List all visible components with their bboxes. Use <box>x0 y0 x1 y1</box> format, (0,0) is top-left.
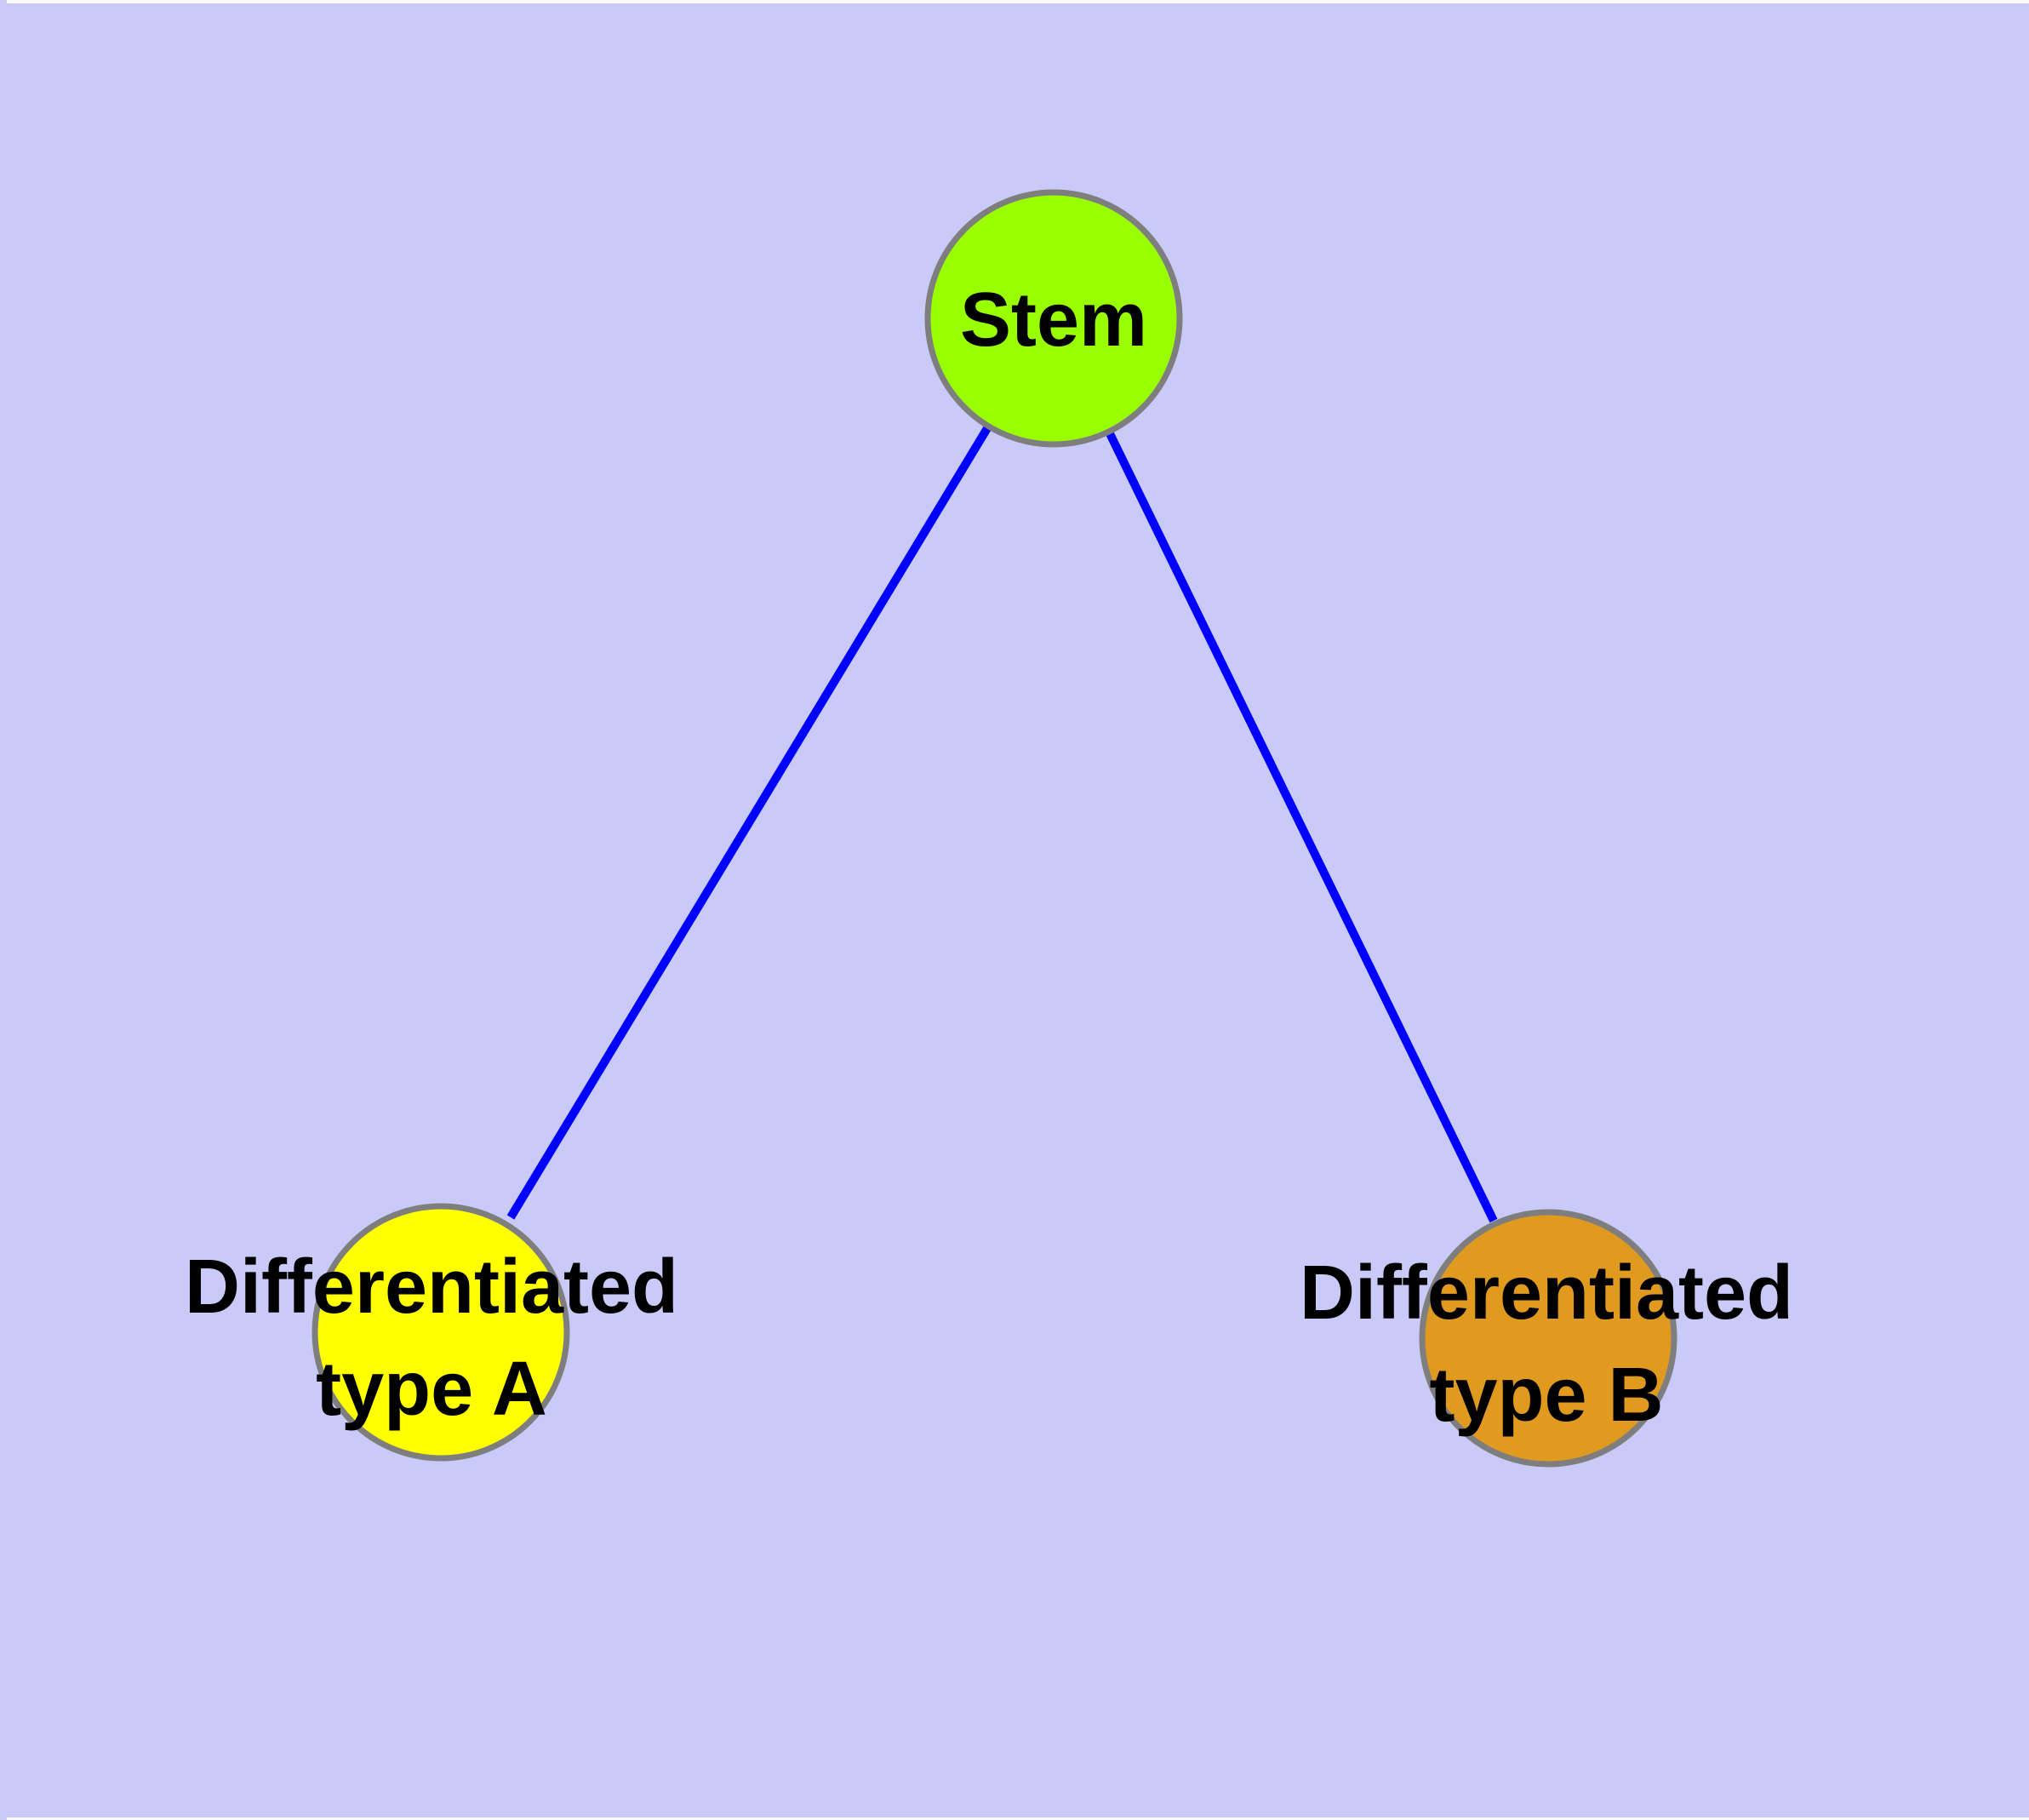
node-differentiated-type-b-circle <box>1419 1209 1677 1468</box>
node-differentiated-type-b-label-line-2: type B <box>1429 1353 1663 1438</box>
edge-stem-to-differentiated-type-a <box>506 316 1058 1220</box>
node-differentiated-type-a-label-line-2: type A <box>316 1347 547 1432</box>
node-differentiated-type-a-circle <box>311 1203 570 1462</box>
node-differentiated-type-a-label-line-1: Differentiated <box>185 1245 678 1330</box>
node-differentiated-type-b-label-line-1: Differentiated <box>1300 1251 1793 1336</box>
node-stem-circle <box>924 189 1183 448</box>
window-edge-top <box>7 0 2029 3</box>
node-stem-label: Stem <box>960 278 1147 363</box>
edge-stem-to-differentiated-type-b <box>1049 316 1498 1223</box>
window-edge-bottom <box>7 1817 2029 1820</box>
